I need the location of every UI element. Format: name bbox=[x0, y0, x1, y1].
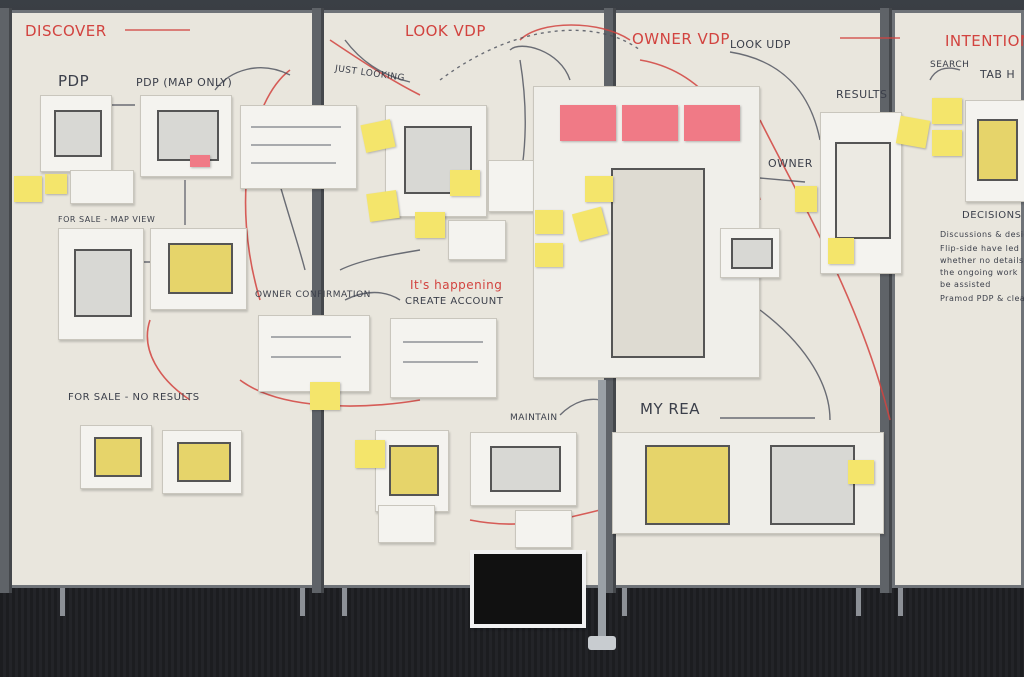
label-owner: OWNER bbox=[768, 157, 813, 170]
label-look-vdp: LOOK VDP bbox=[405, 22, 486, 40]
sticky-note bbox=[366, 190, 400, 222]
sticky-note bbox=[585, 176, 613, 202]
sketch-owner-confirmation bbox=[258, 315, 370, 392]
sticky-note-pink bbox=[684, 105, 740, 141]
wireframe-screen bbox=[93, 437, 143, 478]
label-pdp: PDP bbox=[58, 72, 90, 90]
stand-pole bbox=[598, 380, 606, 650]
sketch-flow bbox=[240, 105, 357, 189]
sketch-no-results-1 bbox=[80, 425, 152, 489]
sketch-create-account bbox=[390, 318, 497, 398]
sticky-note bbox=[535, 210, 563, 234]
sketch-my-rea bbox=[612, 432, 884, 534]
label-for-sale-map: FOR SALE - MAP VIEW bbox=[58, 215, 156, 224]
sticky-note bbox=[795, 186, 817, 212]
wireframe-screen bbox=[168, 243, 233, 294]
wireframe-screen bbox=[610, 168, 705, 358]
wireframe-screen bbox=[177, 442, 231, 483]
label-maintain: MAINTAIN bbox=[510, 413, 558, 423]
sticky-note bbox=[535, 243, 563, 267]
sketch-for-sale-map bbox=[58, 228, 144, 340]
label-tab: TAB H bbox=[980, 68, 1016, 81]
decision-note: the ongoing work bbox=[940, 268, 1018, 277]
sticky-note bbox=[828, 238, 854, 264]
decision-note: whether no details bbox=[940, 256, 1024, 265]
sketch-maintain-2 bbox=[470, 432, 577, 506]
sketch-no-results-2 bbox=[162, 430, 242, 494]
board-leg bbox=[342, 588, 347, 616]
wireframe-screen bbox=[976, 119, 1019, 181]
decision-note: be assisted bbox=[940, 280, 991, 289]
stand-foot bbox=[588, 636, 616, 650]
sketch-note-card bbox=[448, 220, 506, 260]
wireframe-screen bbox=[769, 445, 855, 525]
decision-note: Pramod PDP & clean bbox=[940, 294, 1024, 303]
sticky-note-pink bbox=[190, 155, 210, 167]
board-leg bbox=[60, 588, 65, 616]
sticky-note bbox=[932, 130, 962, 156]
sketch-results bbox=[820, 112, 902, 274]
photo-print bbox=[470, 550, 586, 628]
sketch-note-card bbox=[488, 160, 534, 212]
decision-note: Discussions & design pr bbox=[940, 230, 1024, 239]
decision-note: Flip-side have led bbox=[940, 244, 1020, 253]
sketch-small bbox=[515, 510, 572, 548]
wireframe-screen bbox=[645, 445, 731, 525]
sticky-note bbox=[848, 460, 874, 484]
sticky-note bbox=[355, 440, 385, 468]
frame-post bbox=[312, 8, 324, 593]
sticky-note-pink bbox=[560, 105, 616, 141]
label-results: RESULTS bbox=[836, 88, 888, 101]
label-create-account: CREATE ACCOUNT bbox=[405, 296, 504, 307]
sticky-note bbox=[932, 98, 962, 124]
board-leg bbox=[898, 588, 903, 616]
sketch-line bbox=[251, 162, 336, 164]
label-owner-vdp: OWNER VDP bbox=[632, 30, 730, 48]
sketch-line bbox=[403, 341, 483, 343]
sketch-map-view bbox=[150, 228, 247, 310]
sketch-pdp bbox=[40, 95, 112, 172]
sketch-list bbox=[70, 170, 134, 204]
board-leg bbox=[856, 588, 861, 616]
wireframe-screen bbox=[53, 109, 103, 157]
sketch-line bbox=[403, 361, 478, 363]
sketch-owner-thumb bbox=[720, 228, 780, 278]
sketch-pdp-map bbox=[140, 95, 232, 177]
sticky-note-pink bbox=[622, 105, 678, 141]
wireframe-screen bbox=[157, 110, 219, 161]
frame-post bbox=[0, 8, 12, 593]
sketch-line bbox=[251, 144, 331, 146]
board-leg bbox=[622, 588, 627, 616]
wireframe-screen bbox=[489, 445, 562, 492]
wireframe-screen bbox=[835, 141, 891, 239]
label-decisions: DECISIONS bbox=[962, 210, 1022, 221]
label-pdp-map: PDP (MAP ONLY) bbox=[136, 76, 233, 89]
sketch-look-vdp bbox=[385, 105, 487, 217]
sticky-note bbox=[14, 176, 42, 202]
wireframe-screen bbox=[388, 445, 440, 496]
sketch-small bbox=[378, 505, 435, 543]
label-my-rea: MY REA bbox=[640, 400, 701, 418]
sketch-line bbox=[271, 336, 351, 338]
sticky-note bbox=[310, 382, 340, 410]
label-for-sale-no-results: FOR SALE - NO RESULTS bbox=[68, 392, 200, 403]
label-look-udp: LOOK UDP bbox=[730, 38, 791, 51]
sketch-line bbox=[271, 356, 341, 358]
label-intention: INTENTION bbox=[945, 32, 1024, 50]
board-leg bbox=[300, 588, 305, 616]
wireframe-screen bbox=[74, 248, 132, 317]
wireframe-screen bbox=[731, 237, 773, 270]
sketch-line bbox=[251, 126, 341, 128]
sticky-note bbox=[415, 212, 445, 238]
label-search: SEARCH bbox=[930, 60, 970, 70]
label-discover: DISCOVER bbox=[25, 22, 107, 40]
sticky-note bbox=[450, 170, 480, 196]
sketch-search-tab bbox=[965, 100, 1024, 202]
label-its-happening: It's happening bbox=[410, 278, 503, 292]
sketch-maintain-1 bbox=[375, 430, 449, 512]
label-owner-confirmation: OWNER CONFIRMATION bbox=[255, 290, 371, 300]
sticky-note bbox=[895, 115, 931, 149]
sticky-note bbox=[45, 174, 67, 194]
